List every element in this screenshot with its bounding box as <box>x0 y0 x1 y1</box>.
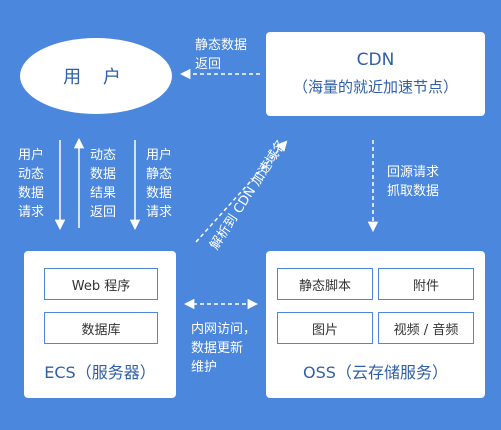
oss-title: OSS（云存储服务） <box>303 363 448 382</box>
user-node-label: 用 户 <box>63 67 129 88</box>
ecs-item-web-program: Web 程序 <box>44 268 158 300</box>
ecs-title: ECS（服务器） <box>44 363 156 382</box>
oss-item-images: 图片 <box>277 312 373 344</box>
user-node: 用 户 <box>20 38 172 114</box>
cdn-subtitle: （海量的就近加速节点） <box>292 78 458 96</box>
cdn-title: CDN <box>356 50 395 70</box>
user-request-label: 用户 动态 数据 请求 <box>18 148 45 220</box>
static-request-label: 用户 静态 数据 请求 <box>146 148 173 220</box>
oss-item-static-scripts: 静态脚本 <box>277 268 373 300</box>
internal-access-label: 内网访问， 数据更新 维护 <box>191 322 257 375</box>
ecs-node: Web 程序 数据库 ECS（服务器） <box>24 251 176 398</box>
cdn-to-user-label: 静态数据 返回 <box>195 38 248 72</box>
oss-item-video-audio: 视频 / 音频 <box>378 312 474 344</box>
cdn-node: CDN （海量的就近加速节点） <box>266 32 485 116</box>
origin-fetch-label: 回源请求 抓取数据 <box>387 165 440 199</box>
ecs-item-database: 数据库 <box>44 312 158 344</box>
dynamic-result-label: 动态 数据 结果 返回 <box>90 148 117 220</box>
oss-item-attachments: 附件 <box>378 268 474 300</box>
oss-node: 静态脚本 附件 图片 视频 / 音频 OSS（云存储服务） <box>266 251 485 398</box>
resolve-cdn-arrow <box>195 140 288 243</box>
